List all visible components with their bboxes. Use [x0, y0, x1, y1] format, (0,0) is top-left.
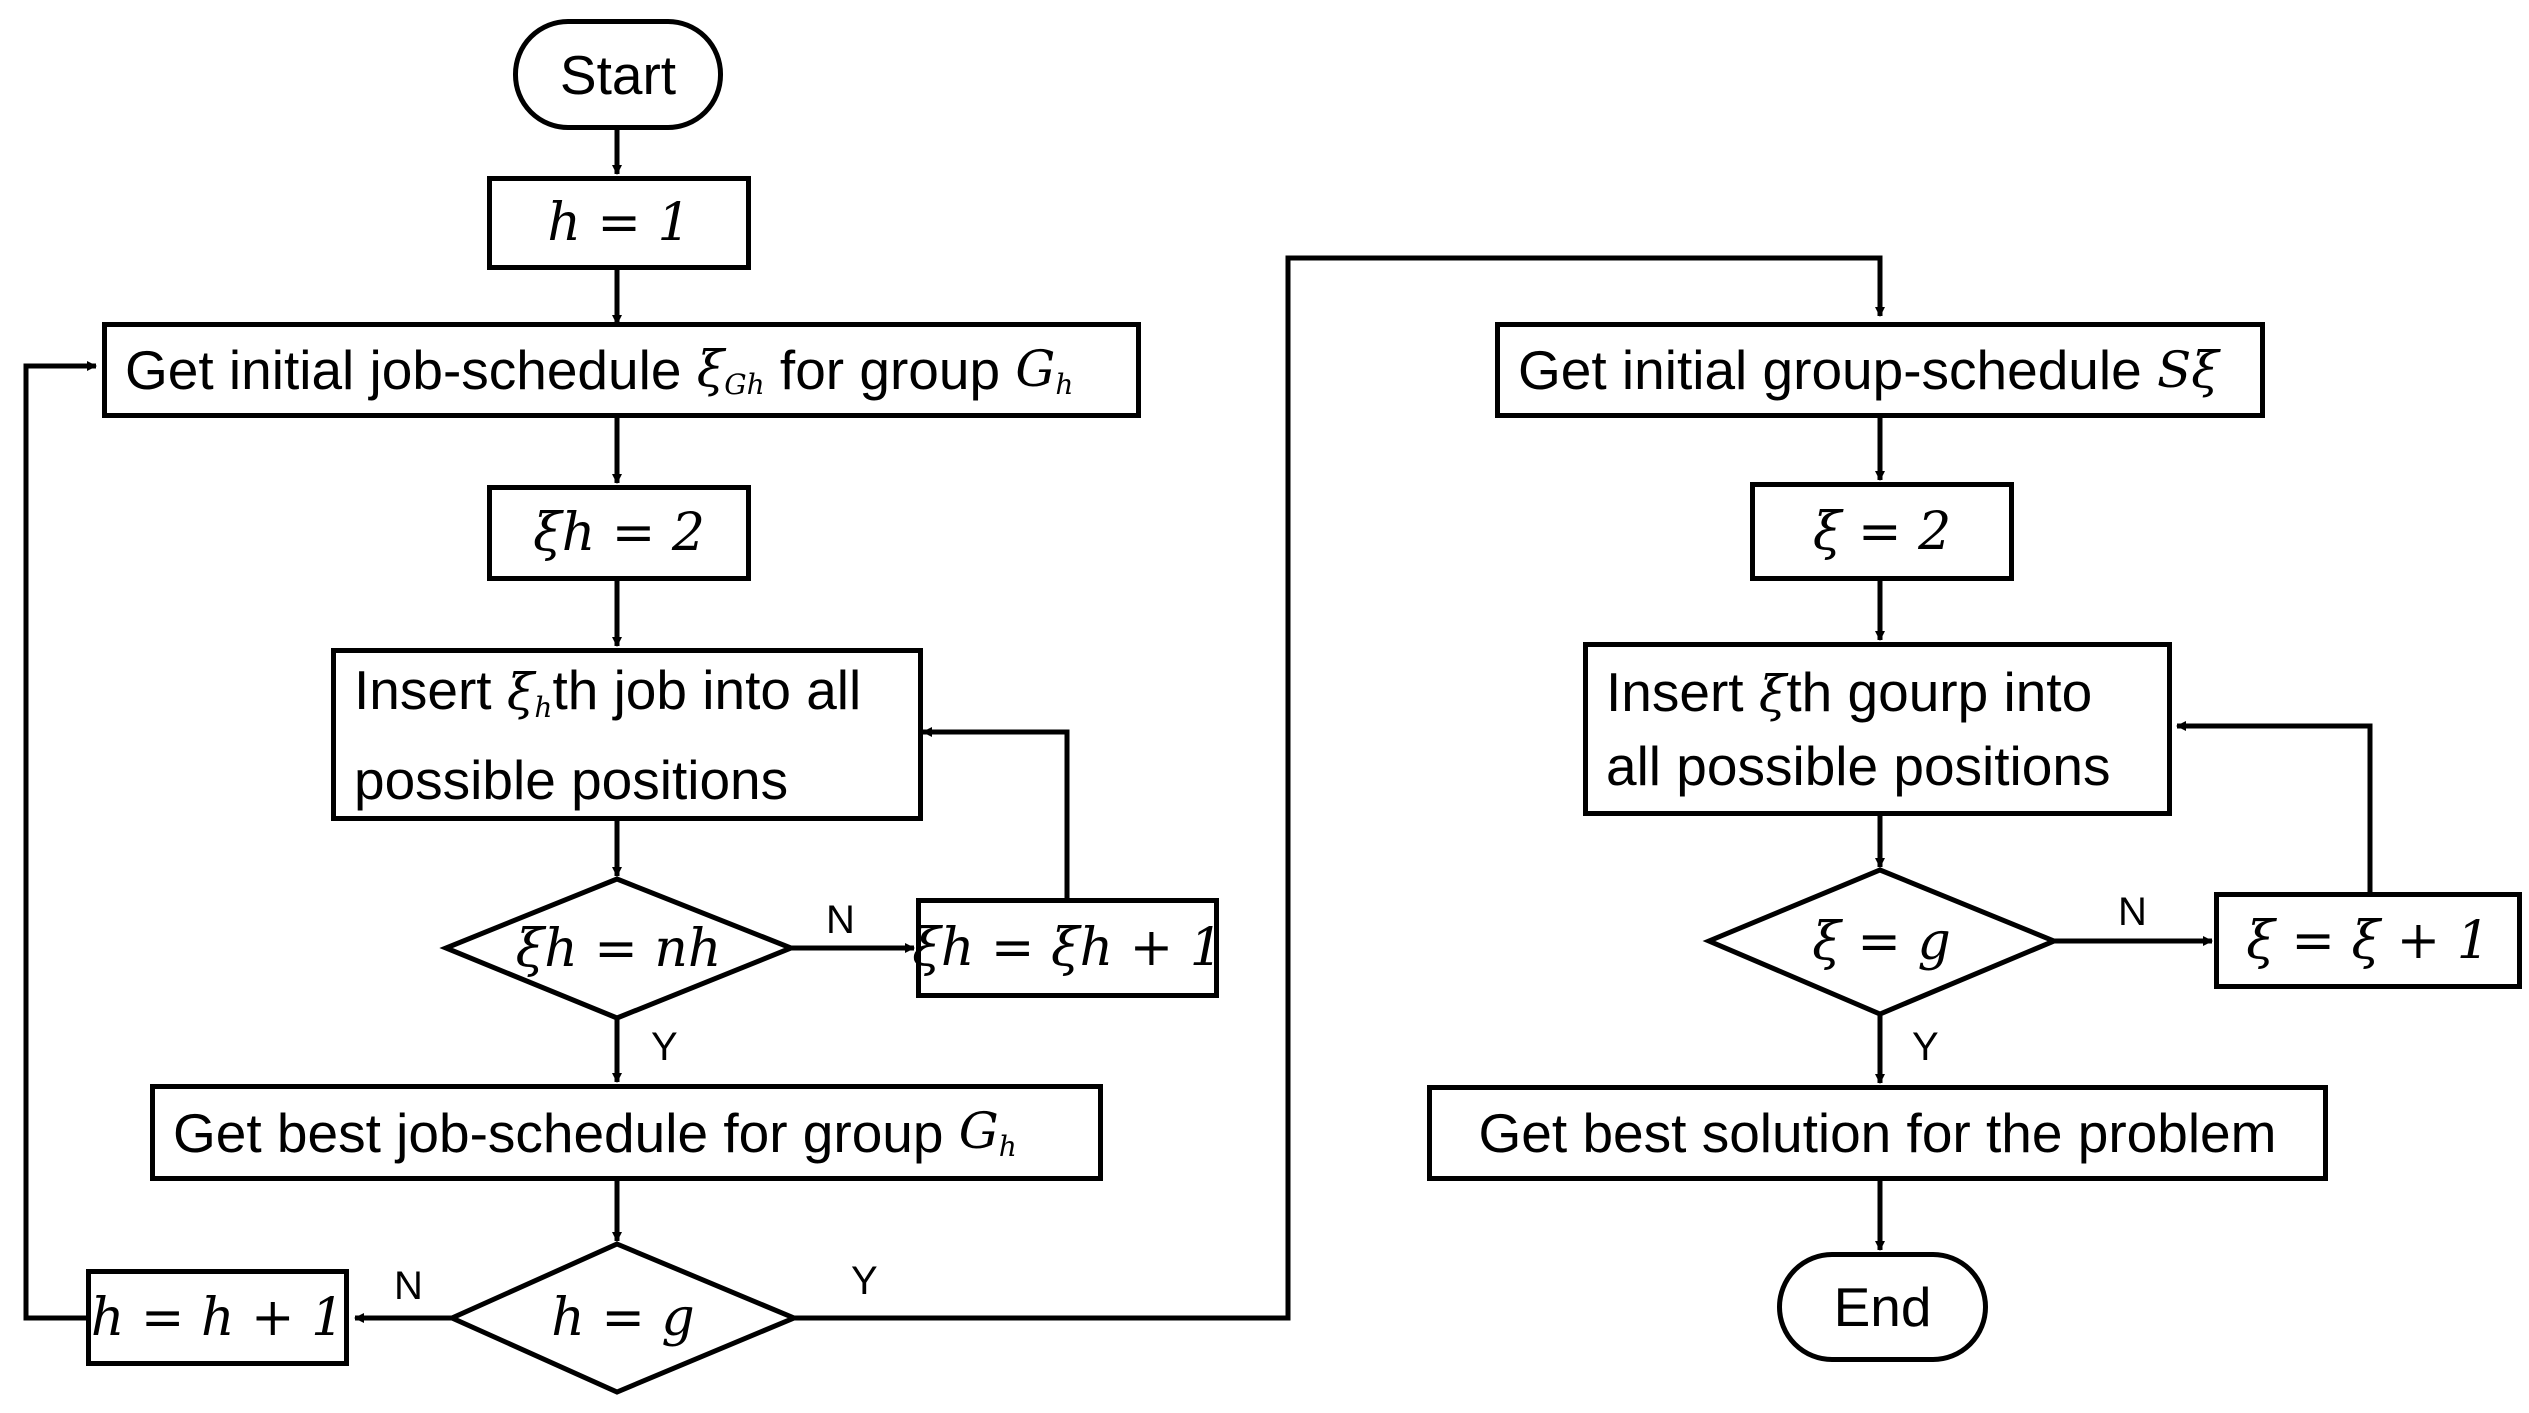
- start-label: Start: [559, 43, 677, 106]
- get-best-solution-box: Get best solution for the problem: [1427, 1085, 2328, 1181]
- increment-h-box: h = h + 1: [86, 1269, 349, 1366]
- h-init-label: h = 1: [547, 193, 691, 253]
- decision-xi-label: ξ = g: [1812, 912, 1951, 972]
- h-init-box: h = 1: [487, 176, 751, 270]
- get-initial-group-G: G: [1015, 339, 1056, 398]
- arrow-increment-h-loop: [23, 361, 97, 1321]
- get-initial-group-symbol: Gh: [1015, 340, 1073, 401]
- insert-group-xi: ξ: [1758, 665, 1787, 723]
- arrow-increment-right-loop: [2176, 721, 2373, 892]
- xi-init-label: ξ = 2: [1812, 501, 1952, 562]
- insert-job-xi: ξ: [506, 662, 535, 721]
- get-best-group-symbol: Gh: [959, 1102, 1017, 1163]
- decision-xi-h-label: ξh = nh: [515, 918, 722, 979]
- get-initial-group-prefix: Get initial group-schedule: [1518, 339, 2157, 401]
- end-label: End: [1833, 1276, 1932, 1338]
- get-initial-xi-subscript: Gh: [724, 367, 765, 401]
- insert-job-xi-subscript: h: [534, 690, 553, 724]
- decision-xi-text-container: ξ = g: [1709, 870, 2054, 1014]
- get-best-solution-label: Get best solution for the problem: [1478, 1102, 2277, 1164]
- decision-diamond-h: [445, 1241, 801, 1395]
- insert-group-line1: Insert ξth gourp into: [1606, 656, 2092, 730]
- get-initial-group-S-symbol: Sξ: [2156, 341, 2219, 399]
- end-terminal: End: [1777, 1252, 1988, 1362]
- label-y-h: Y: [851, 1259, 878, 1303]
- increment-xi-h-label: ξh = ξh + 1: [912, 918, 1223, 978]
- decision-h-label: h = g: [551, 1288, 695, 1348]
- increment-xi-label: ξ = ξ + 1: [2246, 910, 2490, 971]
- insert-job-xi-symbol: ξh: [506, 662, 553, 724]
- get-initial-prefix: Get initial job-schedule: [125, 339, 697, 401]
- get-best-prefix: Get best job-schedule for group: [173, 1101, 959, 1164]
- get-best-job-schedule-box: Get best job-schedule for group Gh: [150, 1084, 1103, 1181]
- start-terminal: Start: [513, 19, 723, 130]
- insert-group-box: Insert ξth gourp into all possible posit…: [1583, 642, 2172, 816]
- get-initial-for: for group: [764, 339, 1016, 401]
- label-y-xi: Y: [1912, 1025, 1939, 1069]
- xi-h-init-label: ξh = 2: [533, 503, 705, 563]
- insert-job-line2: possible positions: [354, 748, 789, 811]
- get-initial-job-schedule-box: Get initial job-schedule ξGh for group G…: [102, 322, 1141, 418]
- xi-init-box: ξ = 2: [1750, 482, 2014, 581]
- insert-group-line2: all possible positions: [1606, 735, 2111, 797]
- label-n-xi-h: N: [826, 898, 855, 942]
- get-best-group-subscript: h: [998, 1130, 1017, 1163]
- increment-xi-h-box: ξh = ξh + 1: [912, 898, 1223, 998]
- insert-job-suffix: th job into all: [552, 658, 862, 721]
- get-best-group-G: G: [958, 1102, 999, 1160]
- label-n-h: N: [394, 1264, 423, 1308]
- xi-h-init-box: ξh = 2: [487, 485, 751, 581]
- label-n-xi: N: [2118, 890, 2147, 934]
- insert-job-prefix: Insert: [354, 658, 507, 721]
- get-initial-xi-symbol: ξGh: [697, 340, 765, 401]
- decision-h-text-container: h = g: [452, 1244, 794, 1392]
- arrow-decision-h-yes: [794, 255, 1885, 1321]
- get-initial-group-subscript: h: [1055, 367, 1074, 401]
- insert-group-suffix: th gourp into: [1786, 661, 2093, 723]
- increment-h-label: h = h + 1: [90, 1287, 345, 1348]
- get-initial-group-schedule-box: Get initial group-schedule Sξ: [1495, 322, 2265, 418]
- arrow-increment-xi-loop: [922, 727, 1070, 898]
- increment-xi-box: ξ = ξ + 1: [2214, 892, 2522, 989]
- decision-xi-h-text-container: ξh = nh: [446, 879, 791, 1018]
- insert-group-prefix: Insert: [1606, 661, 1759, 723]
- insert-job-box: Insert ξhth job into all possible positi…: [331, 648, 923, 821]
- insert-job-line1: Insert ξhth job into all: [354, 654, 861, 744]
- label-y-xi-h: Y: [651, 1025, 678, 1069]
- get-initial-xi: ξ: [696, 339, 725, 398]
